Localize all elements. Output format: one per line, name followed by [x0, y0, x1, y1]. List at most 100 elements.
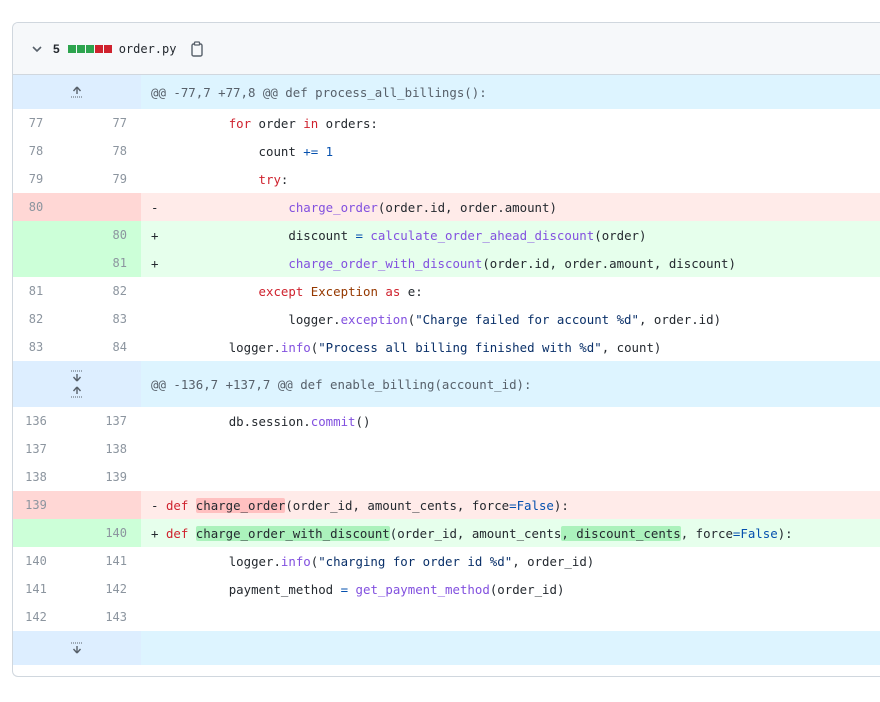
diffstat-add-block — [85, 44, 94, 53]
operator: = — [340, 581, 349, 597]
function-name: info — [280, 339, 311, 355]
function-name: info — [280, 553, 311, 569]
code-text: , count) — [601, 339, 662, 355]
file-name-link[interactable]: order.py — [118, 41, 177, 56]
old-line-number[interactable] — [13, 249, 77, 277]
code-text — [378, 284, 385, 299]
code-text: count — [258, 143, 304, 159]
keyword: for — [228, 115, 252, 131]
code-text: orders: — [318, 115, 378, 131]
old-line-number[interactable] — [13, 519, 77, 547]
old-line-number[interactable]: 81 — [28, 284, 44, 298]
code-text: e: — [400, 283, 423, 299]
new-line-number[interactable] — [77, 491, 141, 519]
copy-icon[interactable] — [188, 40, 206, 58]
added-line: 140 + def charge_order_with_discount(ord… — [13, 519, 880, 547]
code-line: payment_method = get_payment_method(orde… — [141, 575, 880, 603]
code-line: + discount = calculate_order_ahead_disco… — [141, 221, 880, 249]
code-text: ): — [777, 525, 793, 541]
expand-footer-spacer — [141, 631, 880, 665]
diff-line: 78 78 count += 1 — [13, 137, 880, 165]
function-name: commit — [310, 413, 356, 429]
new-line-number[interactable]: 84 — [112, 340, 127, 354]
expand-up-button[interactable] — [13, 75, 141, 109]
keyword-literal: False — [740, 525, 778, 541]
old-line-number[interactable]: 141 — [25, 582, 47, 596]
diff-line: 138 139 — [13, 463, 880, 491]
added-line: 80 + discount = calculate_order_ahead_di… — [13, 221, 880, 249]
new-line-number[interactable] — [77, 193, 141, 221]
operator: = — [732, 525, 741, 541]
old-line-number[interactable]: 136 — [25, 414, 47, 428]
code-text: (order_id) — [489, 581, 565, 597]
diffstat-add-block — [76, 44, 85, 53]
expand-down-icon — [71, 370, 83, 382]
new-line-number[interactable]: 140 — [77, 519, 141, 547]
added-line: 81 + charge_order_with_discount(order.id… — [13, 249, 880, 277]
diff-line: 83 84 logger.info("Process all billing f… — [13, 333, 880, 361]
new-line-number[interactable]: 141 — [105, 554, 127, 568]
old-line-number[interactable]: 82 — [28, 312, 44, 326]
code-text: ): — [553, 497, 569, 513]
code-text: , order_id) — [512, 553, 595, 569]
old-line-number[interactable]: 142 — [25, 610, 47, 624]
new-line-number[interactable]: 83 — [112, 312, 127, 326]
code-text: ( — [310, 339, 319, 355]
code-line: try: — [141, 165, 880, 193]
deleted-word-highlight: charge_order — [195, 497, 286, 513]
old-line-number[interactable]: 137 — [25, 442, 47, 456]
keyword: Exception — [310, 283, 378, 299]
expand-up-icon — [71, 386, 83, 398]
diff-line: 141 142 payment_method = get_payment_met… — [13, 575, 880, 603]
keyword: def — [165, 525, 189, 541]
old-line-number[interactable] — [13, 221, 77, 249]
new-line-number[interactable]: 78 — [112, 144, 127, 158]
code-text: logger. — [228, 553, 281, 569]
chevron-down-icon[interactable] — [27, 39, 47, 59]
code-text — [303, 284, 310, 299]
code-line: logger.info("Process all billing finishe… — [141, 333, 880, 361]
new-line-number[interactable]: 82 — [112, 284, 127, 298]
diff-line: 137 138 — [13, 435, 880, 463]
keyword: def — [165, 497, 189, 513]
new-line-number[interactable]: 142 — [105, 582, 127, 596]
diff-line: 77 77 for order in orders: — [13, 109, 880, 137]
expand-down-icon — [71, 642, 83, 654]
old-line-number[interactable]: 77 — [28, 116, 44, 130]
code-text: , order.id) — [638, 311, 722, 327]
keyword: except — [258, 283, 304, 299]
new-line-number[interactable]: 138 — [105, 442, 127, 456]
expand-both-button[interactable] — [13, 361, 141, 407]
hunk-header-row: @@ -136,7 +137,7 @@ def enable_billing(a… — [13, 361, 880, 407]
expand-footer-row — [13, 631, 880, 665]
old-line-number[interactable]: 140 — [25, 554, 47, 568]
code-line: logger.exception("Charge failed for acco… — [141, 305, 880, 333]
new-line-number[interactable]: 79 — [112, 172, 127, 186]
code-text: order — [251, 115, 304, 131]
hunk-header-row: @@ -77,7 +77,8 @@ def process_all_billin… — [13, 75, 880, 109]
new-line-number[interactable]: 137 — [105, 414, 127, 428]
code-line: logger.info("charging for order id %d", … — [141, 547, 880, 575]
code-line: - charge_order(order.id, order.amount) — [141, 193, 880, 221]
operator: = — [509, 497, 517, 513]
code-line: for order in orders: — [141, 109, 880, 137]
code-line: + charge_order_with_discount(order.id, o… — [141, 249, 880, 277]
new-line-number[interactable]: 80 — [77, 221, 141, 249]
new-line-number[interactable]: 143 — [105, 610, 127, 624]
new-line-number[interactable]: 81 — [77, 249, 141, 277]
code-text: (order.id, order.amount) — [377, 199, 557, 215]
new-line-number[interactable]: 139 — [105, 470, 127, 484]
diff-marker: - — [151, 497, 159, 513]
old-line-number[interactable]: 138 — [25, 470, 47, 484]
old-line-number[interactable]: 83 — [28, 340, 44, 354]
new-line-number[interactable]: 77 — [112, 116, 127, 130]
file-header: 5 order.py — [13, 23, 880, 75]
diff-marker: + — [151, 525, 159, 541]
old-line-number[interactable]: 79 — [28, 172, 44, 186]
old-line-number[interactable]: 139 — [13, 491, 77, 519]
old-line-number[interactable]: 80 — [13, 193, 77, 221]
old-line-number[interactable]: 78 — [28, 144, 44, 158]
code-line: - def charge_order(order_id, amount_cent… — [141, 491, 880, 519]
expand-down-button[interactable] — [13, 631, 141, 665]
hunk-header-text: @@ -136,7 +137,7 @@ def enable_billing(a… — [141, 361, 880, 407]
